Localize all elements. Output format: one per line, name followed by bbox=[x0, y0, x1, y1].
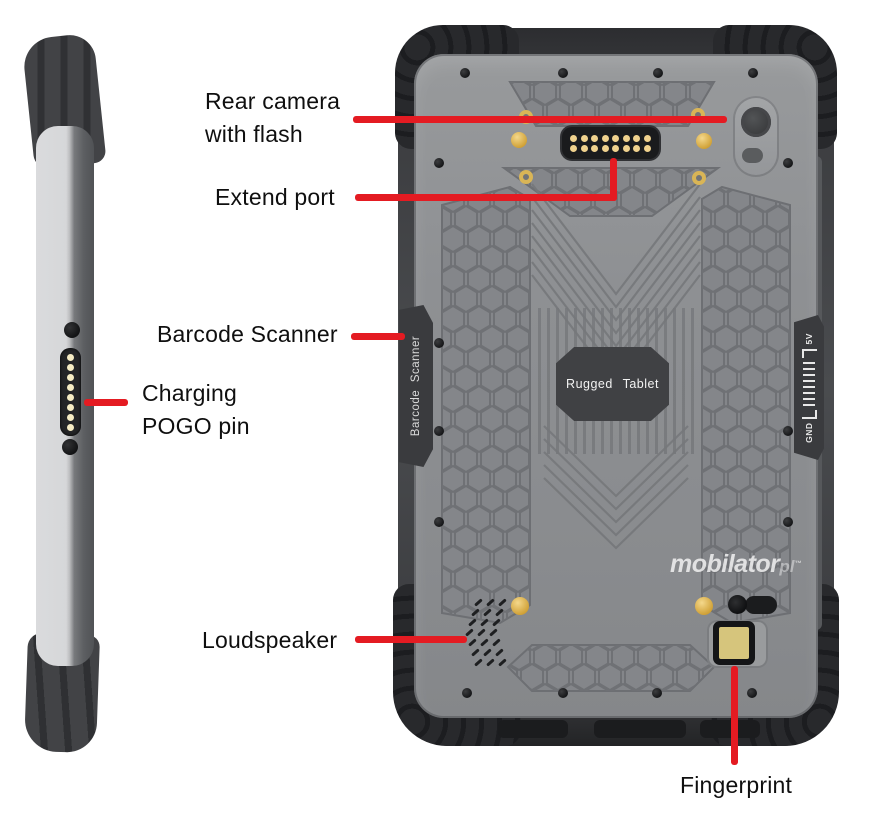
bracket-glyph bbox=[801, 348, 817, 358]
bottom-foot bbox=[594, 720, 686, 738]
screw bbox=[434, 338, 444, 348]
rear-camera-label-line2: with flash bbox=[205, 121, 303, 147]
screw bbox=[783, 426, 793, 436]
rear-camera-label: Rear camera with flash bbox=[205, 85, 340, 151]
screw bbox=[783, 517, 793, 527]
camera-lens bbox=[741, 107, 771, 137]
charging-pogo-label: Charging POGO pin bbox=[142, 377, 250, 443]
callout-line-rear-camera bbox=[353, 116, 727, 123]
back-plate-text: Rugged Tablet bbox=[566, 377, 659, 391]
charging-contacts-panel: GND 5V bbox=[794, 315, 824, 460]
fingerprint-sensor-pad bbox=[719, 627, 749, 659]
5v-marking: 5V bbox=[804, 332, 814, 345]
rear-camera-module bbox=[733, 96, 779, 177]
rear-camera-label-line1: Rear camera bbox=[205, 88, 341, 114]
stylus-post-bar bbox=[745, 596, 777, 614]
stylus-post-cap bbox=[728, 595, 747, 614]
barcode-scanner-panel: Barcode Scanner bbox=[399, 305, 433, 467]
screw bbox=[434, 517, 444, 527]
gold-ring bbox=[519, 170, 533, 184]
gnd-marking: GND bbox=[804, 422, 814, 443]
screw bbox=[462, 688, 472, 698]
callout-line-loudspeaker bbox=[355, 636, 467, 643]
screw bbox=[783, 158, 793, 168]
barcode-scanner-panel-text: Barcode Scanner bbox=[410, 335, 422, 437]
back-plate: Rugged Tablet bbox=[556, 347, 669, 421]
screw bbox=[460, 68, 470, 78]
tablet-back-view: Rugged Tablet Barcode Scanner GND 5V bbox=[393, 25, 839, 746]
extend-port-connector bbox=[562, 127, 659, 159]
brand-suffix: pl bbox=[779, 557, 795, 576]
screw bbox=[748, 68, 758, 78]
bracket-glyph bbox=[801, 409, 817, 419]
extend-port-label: Extend port bbox=[215, 184, 335, 210]
hex-band-top bbox=[508, 81, 716, 127]
screw bbox=[558, 68, 568, 78]
fingerprint-label: Fingerprint bbox=[680, 772, 793, 798]
barcode-scanner-label: Barcode Scanner bbox=[157, 321, 338, 347]
bottom-foot bbox=[498, 720, 568, 738]
camera-flash bbox=[742, 148, 763, 163]
hex-panel-right bbox=[701, 185, 791, 625]
gold-contact bbox=[695, 597, 713, 615]
gold-contact bbox=[511, 597, 529, 615]
callout-line-extend-port bbox=[355, 194, 617, 201]
brand-name: mobilator bbox=[670, 550, 780, 578]
screw bbox=[652, 688, 662, 698]
loudspeaker-label: Loudspeaker bbox=[202, 627, 338, 653]
chevron-texture bbox=[531, 183, 701, 550]
trademark-symbol: ™ bbox=[794, 560, 802, 568]
bottom-foot bbox=[700, 720, 760, 738]
screw bbox=[558, 688, 568, 698]
side-mic-dot bbox=[64, 322, 80, 338]
tablet-side-view bbox=[21, 32, 107, 754]
callout-line-fingerprint bbox=[731, 666, 738, 765]
callout-line-charging-pogo bbox=[84, 399, 128, 406]
screw bbox=[434, 158, 444, 168]
charging-label-line1: Charging bbox=[142, 380, 237, 406]
callout-line-barcode-scanner bbox=[351, 333, 405, 340]
callout-line-extend-port-vertical bbox=[610, 158, 617, 201]
gold-contact bbox=[511, 132, 527, 148]
charging-pogo-pin-strip bbox=[60, 348, 81, 436]
charging-label-line2: POGO pin bbox=[142, 413, 250, 439]
screw bbox=[653, 68, 663, 78]
screw bbox=[747, 688, 757, 698]
gold-ring bbox=[692, 171, 706, 185]
hex-band-bottom bbox=[506, 644, 716, 692]
gold-contact bbox=[696, 133, 712, 149]
screw bbox=[434, 426, 444, 436]
side-lower-dot bbox=[62, 439, 78, 455]
hex-panel-left bbox=[441, 185, 531, 625]
brand-logo: mobilatorpl™ bbox=[670, 550, 810, 586]
